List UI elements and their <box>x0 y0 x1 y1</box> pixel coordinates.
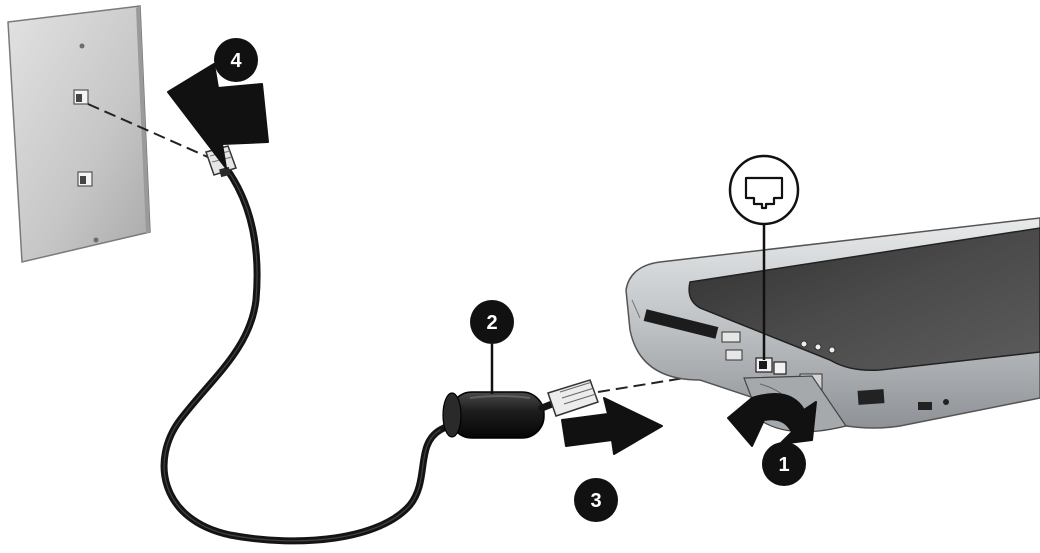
svg-text:4: 4 <box>230 50 242 72</box>
svg-text:1: 1 <box>778 454 789 476</box>
tablet-screen <box>688 227 1040 372</box>
direction-arrow-icon-step-1 <box>727 393 817 447</box>
noise-suppression-core <box>442 391 545 439</box>
callout-4: 4 <box>214 38 258 82</box>
wall-jack-lower <box>77 171 93 187</box>
plate-screw-top <box>79 43 85 49</box>
callout-1: 1 <box>762 442 806 486</box>
rj11-plug-modem-end[interactable] <box>547 379 599 417</box>
callout-3: 3 <box>574 478 618 522</box>
plate-screw-bottom <box>93 237 99 243</box>
svg-text:2: 2 <box>486 312 497 334</box>
tablet-pc <box>625 217 1040 433</box>
rj11-modem-jack-icon <box>728 154 800 226</box>
cable-core-to-plug <box>538 400 556 412</box>
direction-arrow-icon-step-4 <box>167 63 269 169</box>
wall-jack-plate <box>7 5 151 263</box>
callout-2: 2 <box>470 300 514 344</box>
svg-text:3: 3 <box>590 490 601 512</box>
direction-arrow-icon-step-3 <box>561 397 663 455</box>
wall-jack-upper[interactable] <box>73 89 89 105</box>
telephone-cable <box>160 164 466 545</box>
wall-connection-guide <box>87 103 211 159</box>
rj11-modem-jack[interactable] <box>755 357 787 375</box>
pc-card-slot <box>643 309 719 339</box>
